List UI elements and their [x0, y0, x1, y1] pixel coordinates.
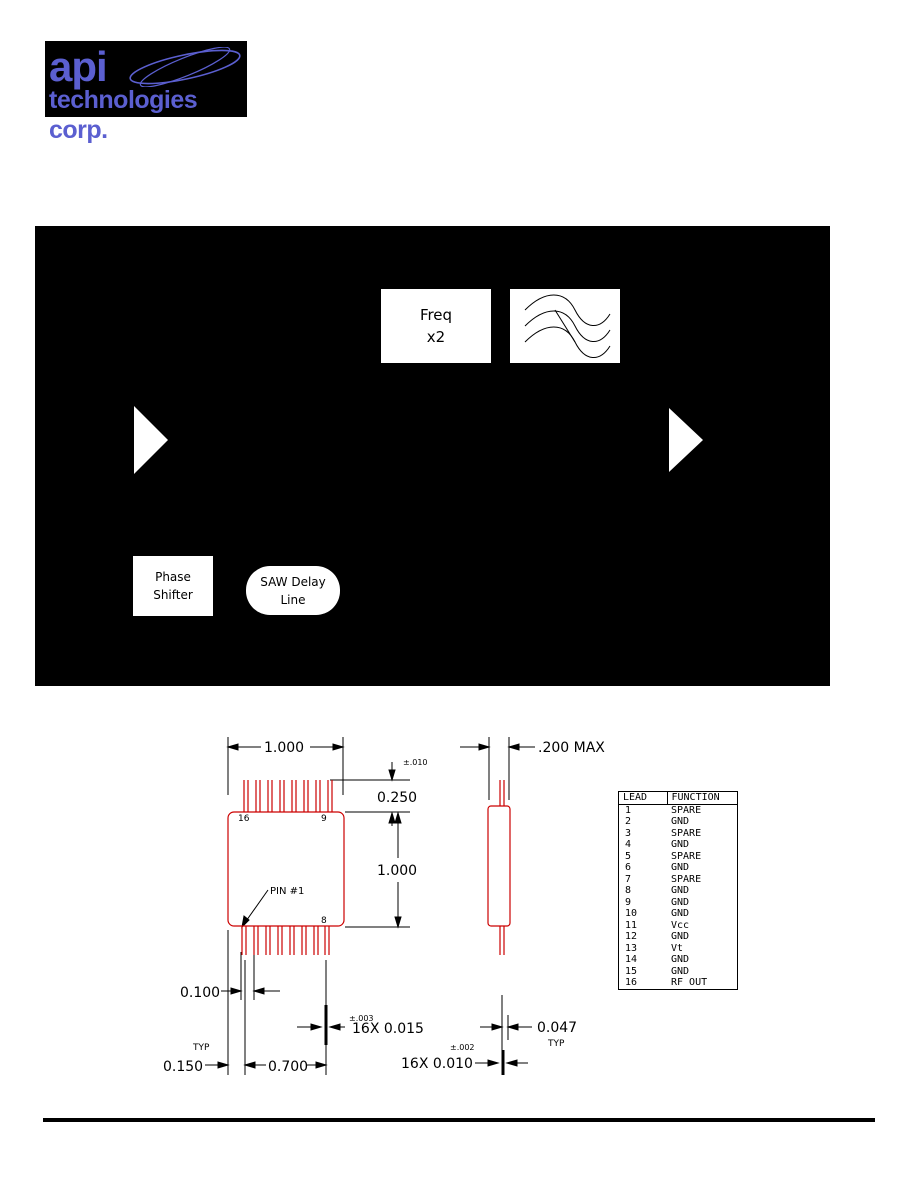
pin-9-label: 9 [321, 814, 327, 824]
table-row: 4 GND [619, 839, 738, 851]
lead-function: GND [671, 931, 690, 942]
lead-function: SPARE [671, 804, 702, 816]
lead-function: GND [671, 839, 690, 850]
lead-function: GND [671, 816, 690, 827]
dim-max-height: .200 MAX [538, 740, 605, 756]
lead-function: SPARE [671, 873, 702, 885]
table-row: 2 GND [619, 816, 738, 828]
lead-number: 14 [625, 954, 638, 965]
lead-number: 16 [625, 977, 638, 988]
dim-offset-typ: TYP [192, 1043, 210, 1053]
dim-standoff: 0.047 [537, 1020, 577, 1036]
dim-span: 0.700 [268, 1059, 308, 1075]
table-row: 8 GND [619, 885, 738, 897]
lead-number: 4 [625, 839, 632, 850]
table-row: 3 SPARE [619, 828, 738, 840]
table-row: 13 Vt [619, 943, 738, 955]
lead-function: SPARE [671, 827, 702, 839]
input-amplifier-icon [134, 406, 168, 474]
table-row: 9 GND [619, 897, 738, 909]
table-row: 14 GND [619, 954, 738, 966]
dim-pitch: 0.100 [180, 985, 220, 1001]
lead-function: RF OUT [671, 977, 708, 988]
dim-lead-length: 0.250 [377, 790, 417, 806]
lead-function: GND [671, 896, 690, 908]
dim-width: 1.000 [264, 740, 304, 756]
lead-function: GND [671, 885, 690, 896]
logo-api-text: api [49, 43, 108, 90]
mechanical-drawing: 1.000 ±.010 0.250 1.000 16 9 8 PIN #1 0.… [163, 737, 605, 1075]
pin-16-label: 16 [238, 814, 250, 824]
lead-number: 8 [625, 885, 632, 896]
frequency-doubler-block: Freq x2 [381, 289, 491, 363]
lead-number: 7 [625, 873, 632, 885]
lead-function: Vt [671, 942, 684, 954]
lead-number: 1 [625, 804, 632, 816]
bandpass-filter-icon [510, 289, 620, 363]
lead-number: 13 [625, 942, 638, 954]
lead-function: GND [671, 954, 690, 965]
dim-lead-tol: ±.010 [403, 758, 428, 767]
dim-lead-width-tol: ±.003 [349, 1014, 374, 1023]
dim-lead-thick-tol: ±.002 [450, 1043, 475, 1052]
saw-delay-line-block: SAW Delay Line [246, 566, 340, 615]
package-side-view [487, 780, 511, 955]
lead-number: 12 [625, 931, 638, 942]
table-header-function: FUNCTION [667, 791, 738, 805]
table-row: 7 SPARE [619, 874, 738, 886]
lead-number: 11 [625, 919, 638, 931]
lead-number: 6 [625, 862, 632, 873]
phase-shifter-block: Phase Shifter [133, 556, 213, 616]
lead-function: GND [671, 862, 690, 873]
lead-number: 3 [625, 827, 632, 839]
lead-function: GND [671, 908, 690, 919]
lead-function: SPARE [671, 850, 702, 862]
logo-orbit-icon [129, 47, 241, 87]
lead-number: 10 [625, 908, 638, 919]
table-header-lead: LEAD [618, 791, 668, 805]
dim-lead-thick: 16X 0.010 [401, 1056, 473, 1072]
lead-number: 5 [625, 850, 632, 862]
block-diagram: Freq x2 Phase Shifter SAW Delay Line [35, 226, 830, 686]
dim-lead-width: 16X 0.015 [352, 1021, 424, 1037]
table-row: 10 GND [619, 908, 738, 920]
table-row: 12 GND [619, 931, 738, 943]
lead-number: 15 [625, 965, 638, 977]
lead-number: 9 [625, 896, 632, 908]
output-amplifier-icon [669, 408, 703, 472]
dim-standoff-typ: TYP [547, 1039, 565, 1049]
company-logo: api technologies corp. [45, 41, 247, 144]
dim-height: 1.000 [377, 863, 417, 879]
lead-number: 2 [625, 816, 632, 827]
lead-function: Vcc [671, 919, 690, 931]
package-top-view [227, 780, 345, 955]
table-row: 6 GND [619, 862, 738, 874]
logo-company-text: technologies corp. [49, 86, 198, 144]
table-row: 11 Vcc [619, 920, 738, 932]
lead-function: GND [671, 965, 690, 977]
dim-offset: 0.150 [163, 1059, 203, 1075]
table-row: 1 SPARE [619, 804, 738, 816]
table-row: 15 GND [619, 966, 738, 978]
pin-8-label: 8 [321, 916, 327, 926]
table-row: 5 SPARE [619, 851, 738, 863]
footer-rule [43, 1118, 875, 1122]
pin-1-label: PIN #1 [270, 886, 304, 897]
table-row: 16 RF OUT [619, 977, 738, 989]
